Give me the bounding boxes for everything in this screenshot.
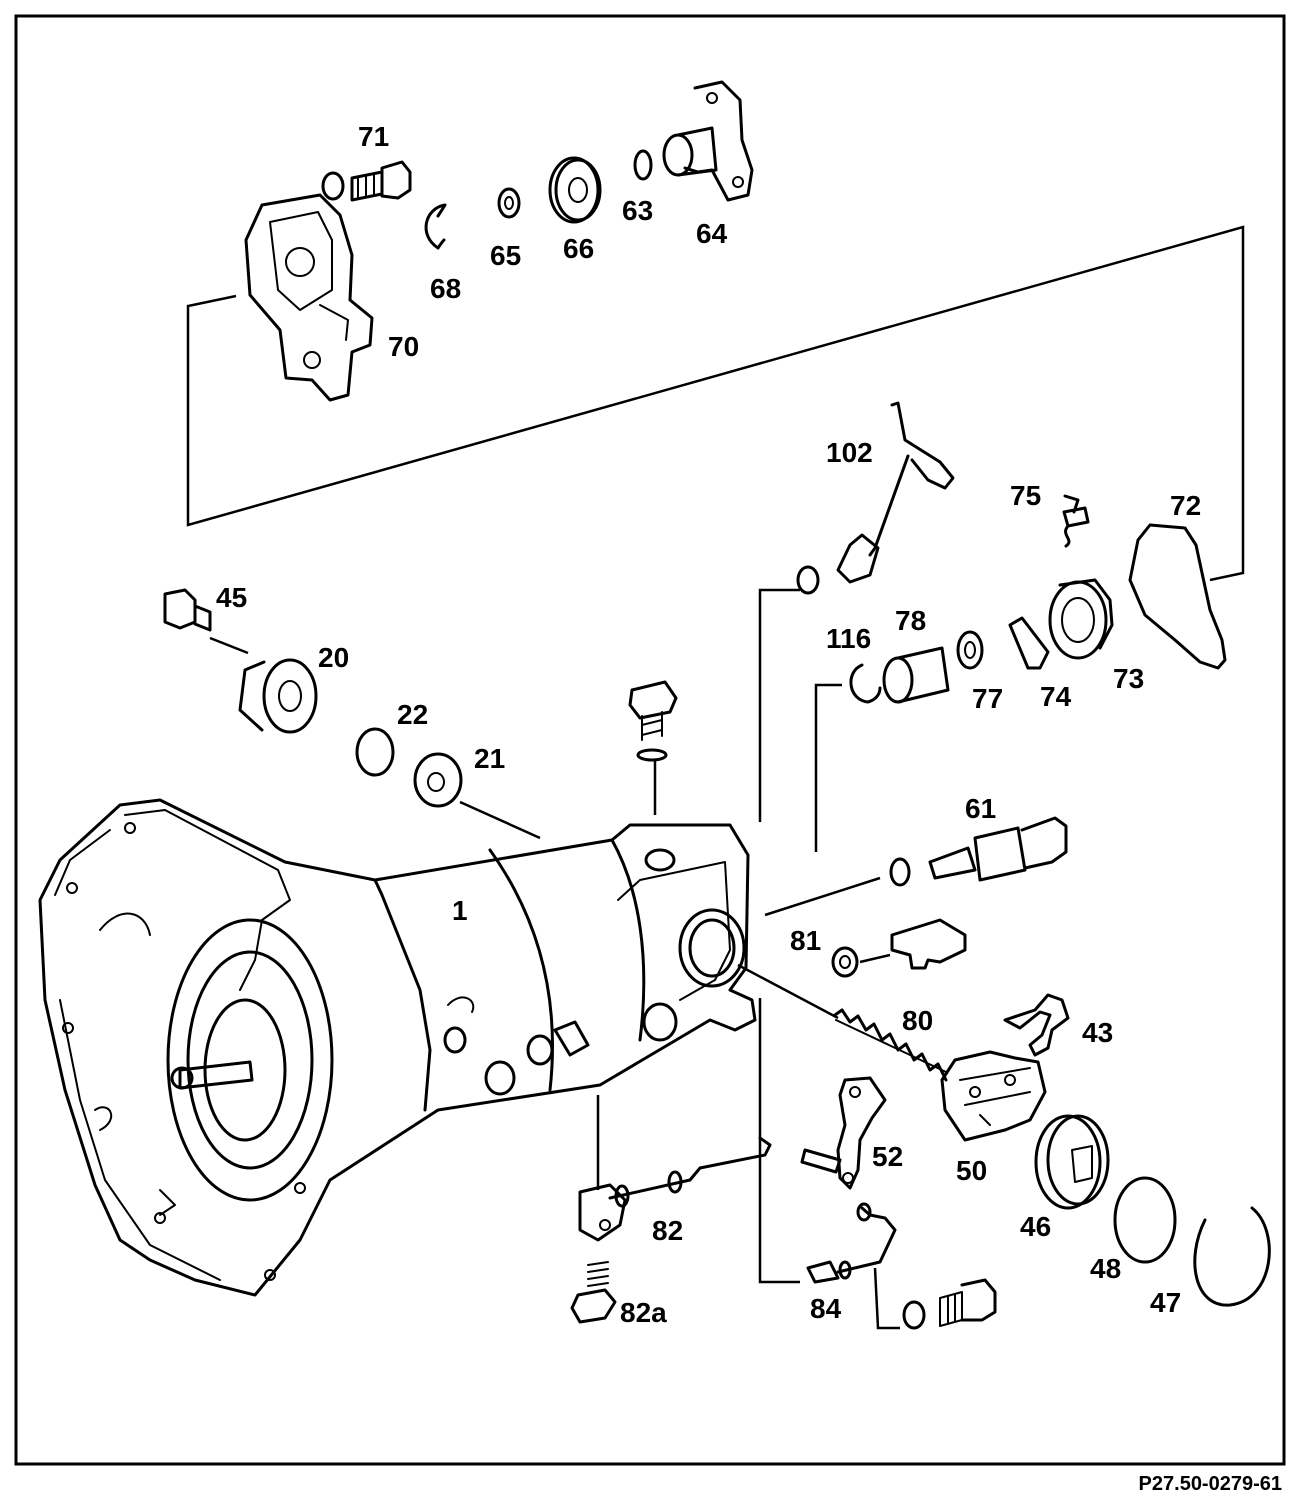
label-47: 47 xyxy=(1150,1287,1181,1318)
part-47-snap-ring xyxy=(1193,1206,1271,1307)
label-45: 45 xyxy=(216,582,247,613)
label-43: 43 xyxy=(1082,1017,1113,1048)
part-116-ring xyxy=(849,663,882,704)
part-64-output-flange xyxy=(662,80,754,202)
label-68: 68 xyxy=(430,273,461,304)
part-50-valve-body xyxy=(940,1050,1047,1142)
electrical-connector xyxy=(890,918,967,970)
part-77-seal xyxy=(956,630,984,670)
part-46-piston xyxy=(1034,1114,1110,1210)
part-65-washer xyxy=(497,187,521,219)
part-labels: 71 68 65 66 63 64 70 102 75 72 45 20 116… xyxy=(216,121,1201,1328)
part-84-rod xyxy=(806,1202,897,1284)
part-80-spring xyxy=(833,1008,948,1082)
label-20: 20 xyxy=(318,642,349,673)
label-66: 66 xyxy=(563,233,594,264)
part-1-transmission-housing xyxy=(38,798,757,1297)
label-70: 70 xyxy=(388,331,419,362)
diagram-frame xyxy=(14,14,1286,1466)
part-45-plug xyxy=(163,588,212,632)
label-48: 48 xyxy=(1090,1253,1121,1284)
part-52-lever xyxy=(800,1076,887,1190)
part-102-selector-lever xyxy=(796,401,955,595)
label-82a: 82a xyxy=(620,1297,667,1328)
label-52: 52 xyxy=(872,1141,903,1172)
part-68-snap-ring xyxy=(424,203,447,250)
label-72: 72 xyxy=(1170,490,1201,521)
part-66-bearing xyxy=(548,156,602,224)
label-116: 116 xyxy=(826,623,871,654)
part-75-clip xyxy=(1062,494,1090,548)
part-43-clip xyxy=(1003,993,1070,1057)
label-80: 80 xyxy=(902,1005,933,1036)
label-65: 65 xyxy=(490,240,521,271)
part-72-gasket xyxy=(1128,523,1227,670)
label-63: 63 xyxy=(622,195,653,226)
part-70-rear-housing xyxy=(244,193,374,402)
part-78-bushing xyxy=(882,646,950,704)
label-22: 22 xyxy=(397,699,428,730)
label-84: 84 xyxy=(810,1293,842,1324)
assembly-bracket-lines xyxy=(186,225,1245,1330)
part-73-cover xyxy=(1048,578,1114,660)
label-1: 1 xyxy=(452,895,468,926)
label-75: 75 xyxy=(1010,480,1041,511)
part-71-bolt xyxy=(321,160,412,202)
breather-plug xyxy=(628,680,678,762)
part-82a-bolt xyxy=(570,1261,617,1324)
part-61-sensor xyxy=(889,816,1068,887)
part-63-o-ring xyxy=(633,149,653,181)
part-74-bracket xyxy=(1008,616,1050,670)
part-22-o-ring xyxy=(355,727,395,777)
part-20-bushing xyxy=(238,658,318,734)
label-82: 82 xyxy=(652,1215,683,1246)
part-81-seal xyxy=(831,946,859,978)
part-21-seal xyxy=(413,752,463,808)
reference-code: P27.50-0279-61 xyxy=(1139,1473,1282,1495)
label-102: 102 xyxy=(826,437,873,468)
label-50: 50 xyxy=(956,1155,987,1186)
label-74: 74 xyxy=(1040,681,1072,712)
label-46: 46 xyxy=(1020,1211,1051,1242)
label-78: 78 xyxy=(895,605,926,636)
part-48-o-ring xyxy=(1113,1176,1177,1264)
label-61: 61 xyxy=(965,793,996,824)
label-21: 21 xyxy=(474,743,505,774)
part-82-linkage xyxy=(578,1136,772,1242)
label-81: 81 xyxy=(790,925,821,956)
label-73: 73 xyxy=(1113,663,1144,694)
drain-plug xyxy=(902,1278,997,1330)
label-71: 71 xyxy=(358,121,389,152)
label-77: 77 xyxy=(972,683,1003,714)
label-64: 64 xyxy=(696,218,728,249)
